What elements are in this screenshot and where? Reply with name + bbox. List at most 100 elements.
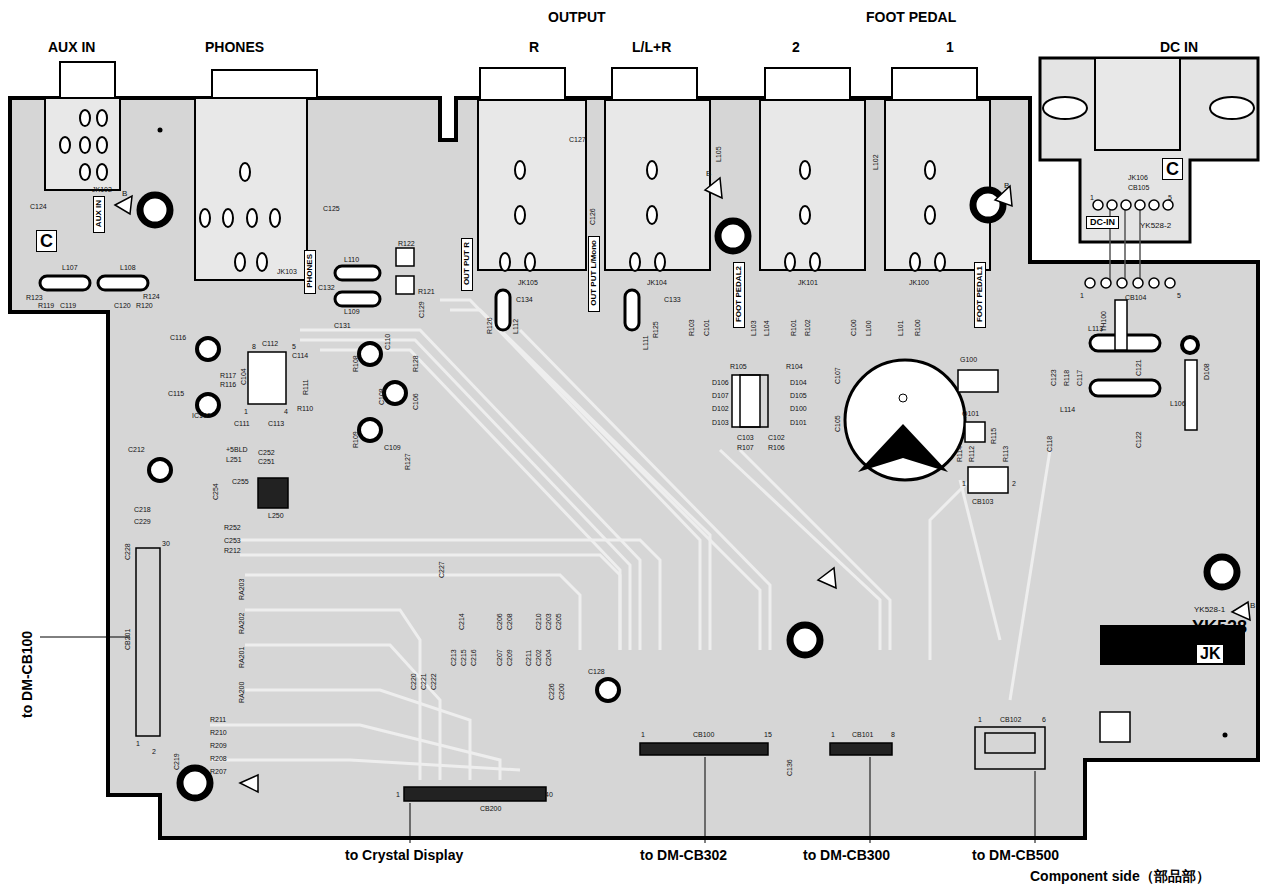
part-label: C109 bbox=[384, 444, 401, 451]
part-label: R116 bbox=[220, 381, 236, 388]
jack-pad bbox=[235, 253, 245, 271]
part-label: C124 bbox=[30, 203, 47, 210]
jack-pad bbox=[655, 253, 665, 271]
silkscreen-box: JK bbox=[1196, 644, 1224, 664]
part-label: CB105 bbox=[1128, 184, 1149, 191]
jacks bbox=[45, 58, 1180, 280]
jack bbox=[195, 98, 307, 280]
heading-label: AUX IN bbox=[48, 40, 95, 54]
part-label: R108 bbox=[352, 355, 359, 372]
caption: Component side（部品部） bbox=[1030, 869, 1210, 883]
part-label: C214 bbox=[458, 613, 465, 630]
part-label: C207 bbox=[496, 649, 503, 666]
jack bbox=[478, 100, 586, 270]
part-label: L109 bbox=[344, 308, 360, 315]
part-label: 40 bbox=[545, 791, 553, 798]
part-label: D104 bbox=[790, 379, 807, 386]
jack-pad bbox=[800, 161, 810, 179]
jack bbox=[612, 68, 697, 100]
part-label: R111 bbox=[302, 379, 309, 395]
heading-label: FOOT PEDAL bbox=[866, 10, 956, 24]
large-capacitor bbox=[899, 394, 907, 402]
board-connector bbox=[640, 743, 768, 755]
part-label: 8 bbox=[252, 343, 256, 350]
large-capacitor bbox=[845, 360, 965, 480]
box-text: FOOT PEDAL2 bbox=[735, 266, 743, 322]
part-label: C211 bbox=[525, 650, 532, 666]
hole-marker bbox=[115, 196, 132, 214]
copper-trace bbox=[500, 330, 760, 650]
part-label: R211 bbox=[210, 716, 226, 723]
part-label: C227 bbox=[438, 561, 445, 578]
part-label: R121 bbox=[418, 288, 435, 295]
heading-label: R bbox=[529, 40, 539, 54]
part-label: C125 bbox=[323, 205, 340, 212]
part-label: R128 bbox=[412, 355, 419, 372]
part-label: L251 bbox=[226, 456, 242, 463]
part-label: R107 bbox=[737, 444, 754, 451]
part-label: C226 bbox=[548, 683, 555, 700]
jack-pad bbox=[60, 137, 70, 153]
part-label: C107 bbox=[834, 367, 841, 384]
jack bbox=[45, 98, 120, 190]
part-label: 15 bbox=[764, 731, 772, 738]
part-label: C101 bbox=[703, 319, 710, 336]
part-label: C120 bbox=[114, 302, 131, 309]
part-label: R123 bbox=[26, 294, 43, 301]
board-outline bbox=[10, 58, 1258, 838]
hole-markers bbox=[115, 178, 1250, 792]
part-label: L104 bbox=[763, 320, 770, 336]
part-label: YK528-1 bbox=[1194, 606, 1225, 614]
part-label: L108 bbox=[120, 264, 136, 271]
silkscreen-label-box: AUX IN bbox=[93, 196, 105, 233]
part-label: JK103 bbox=[277, 268, 297, 275]
part-label: R209 bbox=[210, 742, 227, 749]
ic-footprint bbox=[968, 467, 1008, 493]
jack-pad bbox=[240, 163, 250, 181]
inductor bbox=[335, 292, 380, 306]
part-label: R109 bbox=[352, 431, 359, 448]
electrolytic-capacitor bbox=[384, 382, 406, 404]
part-label: CB103 bbox=[972, 498, 993, 505]
box-text: C bbox=[40, 231, 53, 251]
part-label: C126 bbox=[589, 208, 596, 225]
jack-pad bbox=[1210, 97, 1254, 119]
part-label: L110 bbox=[344, 256, 359, 263]
part-label: R104 bbox=[786, 363, 803, 370]
box-text: DC-IN bbox=[1090, 217, 1115, 227]
electrolytic-capacitor bbox=[359, 343, 381, 365]
jack-pad bbox=[1043, 97, 1087, 119]
inductor bbox=[1090, 380, 1160, 396]
part-label: C134 bbox=[516, 296, 533, 303]
ic-footprint bbox=[396, 276, 414, 294]
part-label: R102 bbox=[804, 319, 811, 336]
leader-line bbox=[870, 757, 871, 843]
hole-marker bbox=[818, 568, 836, 588]
part-label: C114 bbox=[292, 352, 308, 359]
part-label: R119 bbox=[38, 302, 54, 309]
part-label: JK100 bbox=[909, 279, 929, 286]
box-text: PHONES bbox=[306, 254, 314, 288]
part-label: R105 bbox=[730, 363, 747, 370]
part-label: C128 bbox=[588, 668, 605, 675]
part-label: 5 bbox=[292, 343, 296, 350]
jack bbox=[480, 68, 565, 100]
part-label: R106 bbox=[768, 444, 785, 451]
part-label: C252 bbox=[258, 449, 275, 456]
part-label: C104 bbox=[240, 368, 247, 385]
part-label: L107 bbox=[62, 264, 78, 271]
leader-lines bbox=[40, 637, 1035, 843]
part-label: R114 bbox=[956, 446, 963, 462]
ic-footprint bbox=[248, 352, 286, 404]
part-label: YK528-2 bbox=[1140, 222, 1171, 230]
jack-pad bbox=[257, 253, 267, 271]
silkscreen-label-box: OUT PUT R bbox=[461, 238, 473, 291]
cable bbox=[1135, 200, 1145, 210]
jack-pad bbox=[647, 206, 657, 224]
part-label: R252 bbox=[224, 524, 241, 531]
part-label: C133 bbox=[664, 296, 681, 303]
part-label: 1 bbox=[962, 480, 966, 487]
mounting-hole bbox=[140, 195, 170, 225]
cable bbox=[1163, 200, 1173, 210]
board-outline bbox=[10, 98, 1258, 838]
